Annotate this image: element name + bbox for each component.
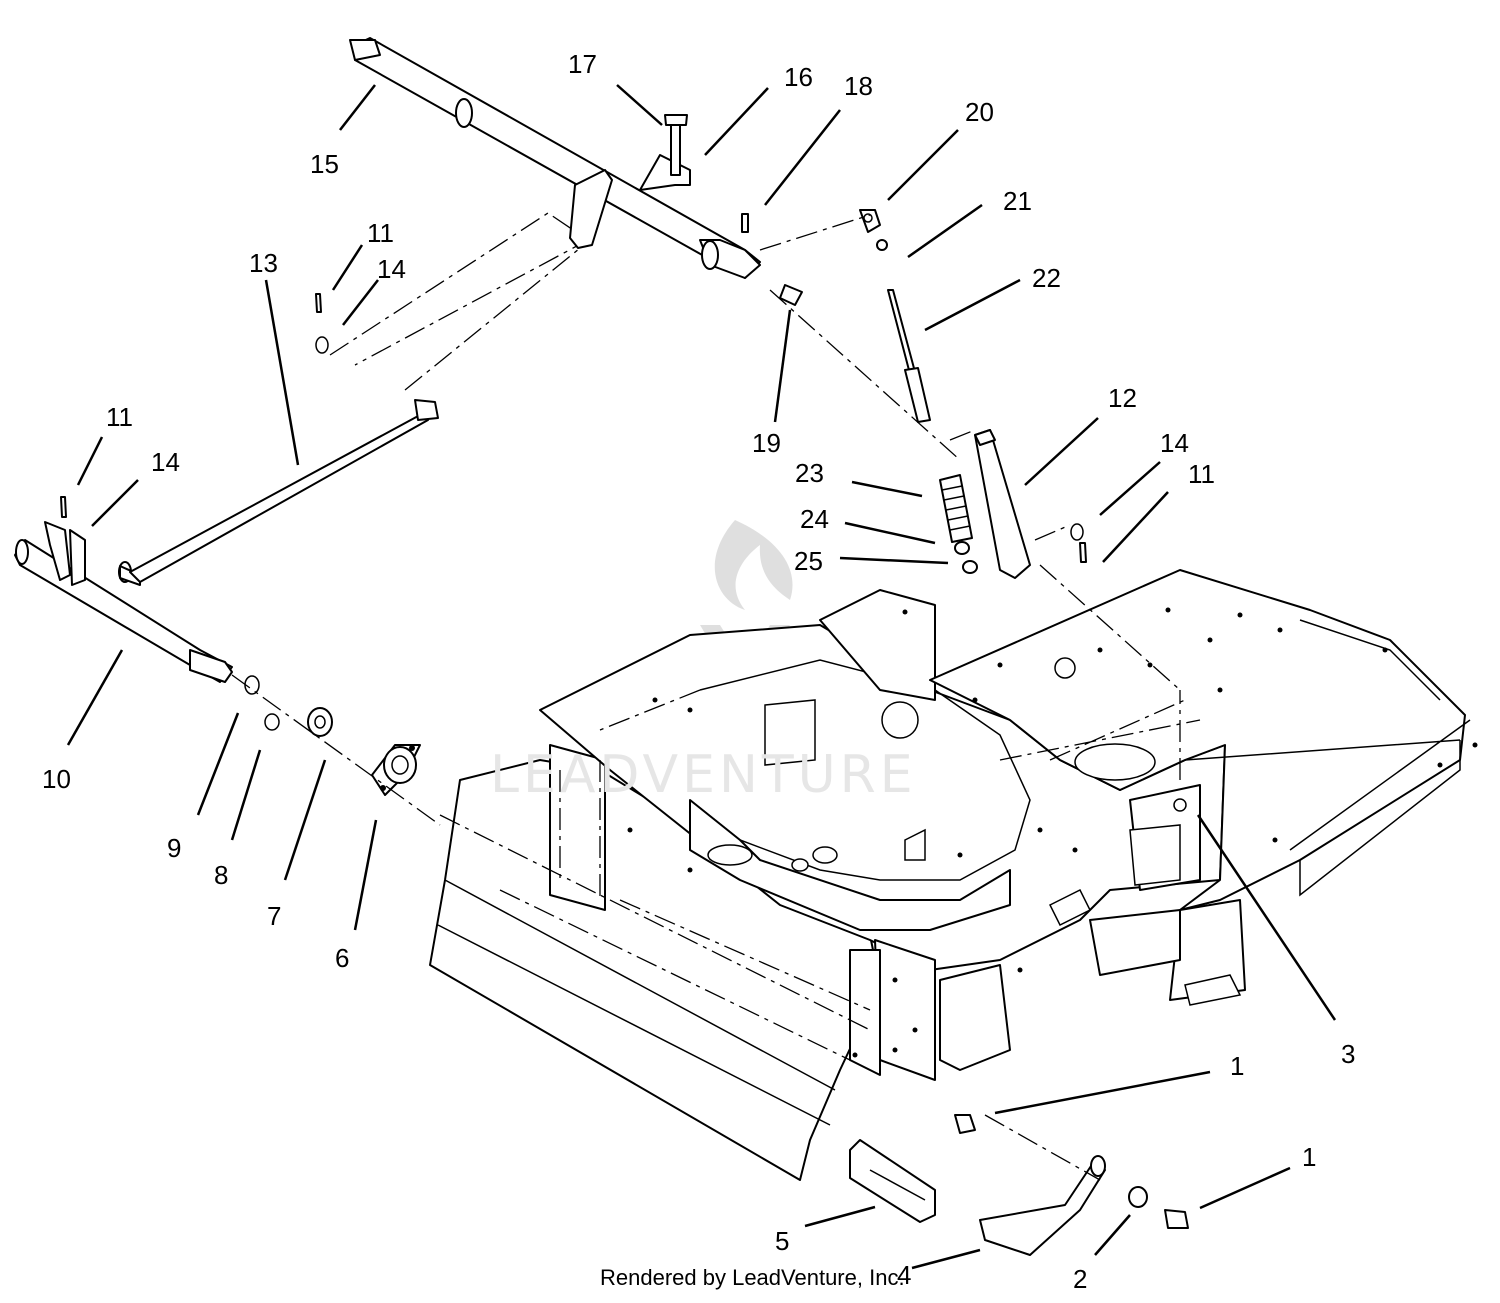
callout-19: 19 [752,428,781,458]
pedal-bracket-assembly [849,1114,1189,1256]
callout-15: 15 [310,149,339,179]
callout-14c: 14 [1160,428,1189,458]
callout-13: 13 [249,248,278,278]
callout-3: 3 [1341,1039,1356,1069]
chassis-frame [429,569,1478,1181]
callout-9: 9 [167,833,182,863]
top-shaft-assembly [349,37,961,461]
callout-11b: 11 [367,218,394,248]
callout-21: 21 [1003,186,1032,216]
callout-11a: 11 [106,402,133,432]
callout-6: 6 [335,943,350,973]
callout-12: 12 [1108,383,1137,413]
callout-1b: 1 [1302,1142,1317,1172]
leader-lines [66,84,1337,1270]
callout-7: 7 [267,901,282,931]
callout-11c: 11 [1188,459,1215,489]
spring-linkage-assembly [759,209,1181,691]
callout-17: 17 [568,49,597,79]
callout-23: 23 [795,458,824,488]
callout-4: 4 [897,1260,912,1290]
callout-8: 8 [214,860,229,890]
callout-5: 5 [775,1226,790,1256]
callout-2: 2 [1073,1264,1088,1294]
render-credit: Rendered by LeadVenture, Inc. [600,1265,905,1290]
callout-20: 20 [965,97,994,127]
callout-14a: 14 [151,447,180,477]
callout-14b: 14 [377,254,406,284]
lift-shaft-assembly [14,212,591,826]
callout-18: 18 [844,71,873,101]
callout-22: 22 [1032,263,1061,293]
callout-16: 16 [784,62,813,92]
callout-25: 25 [794,546,823,576]
callout-1a: 1 [1230,1051,1245,1081]
callout-10: 10 [42,764,71,794]
watermark-text: LEADVENTURE [490,745,917,805]
callout-24: 24 [800,504,829,534]
